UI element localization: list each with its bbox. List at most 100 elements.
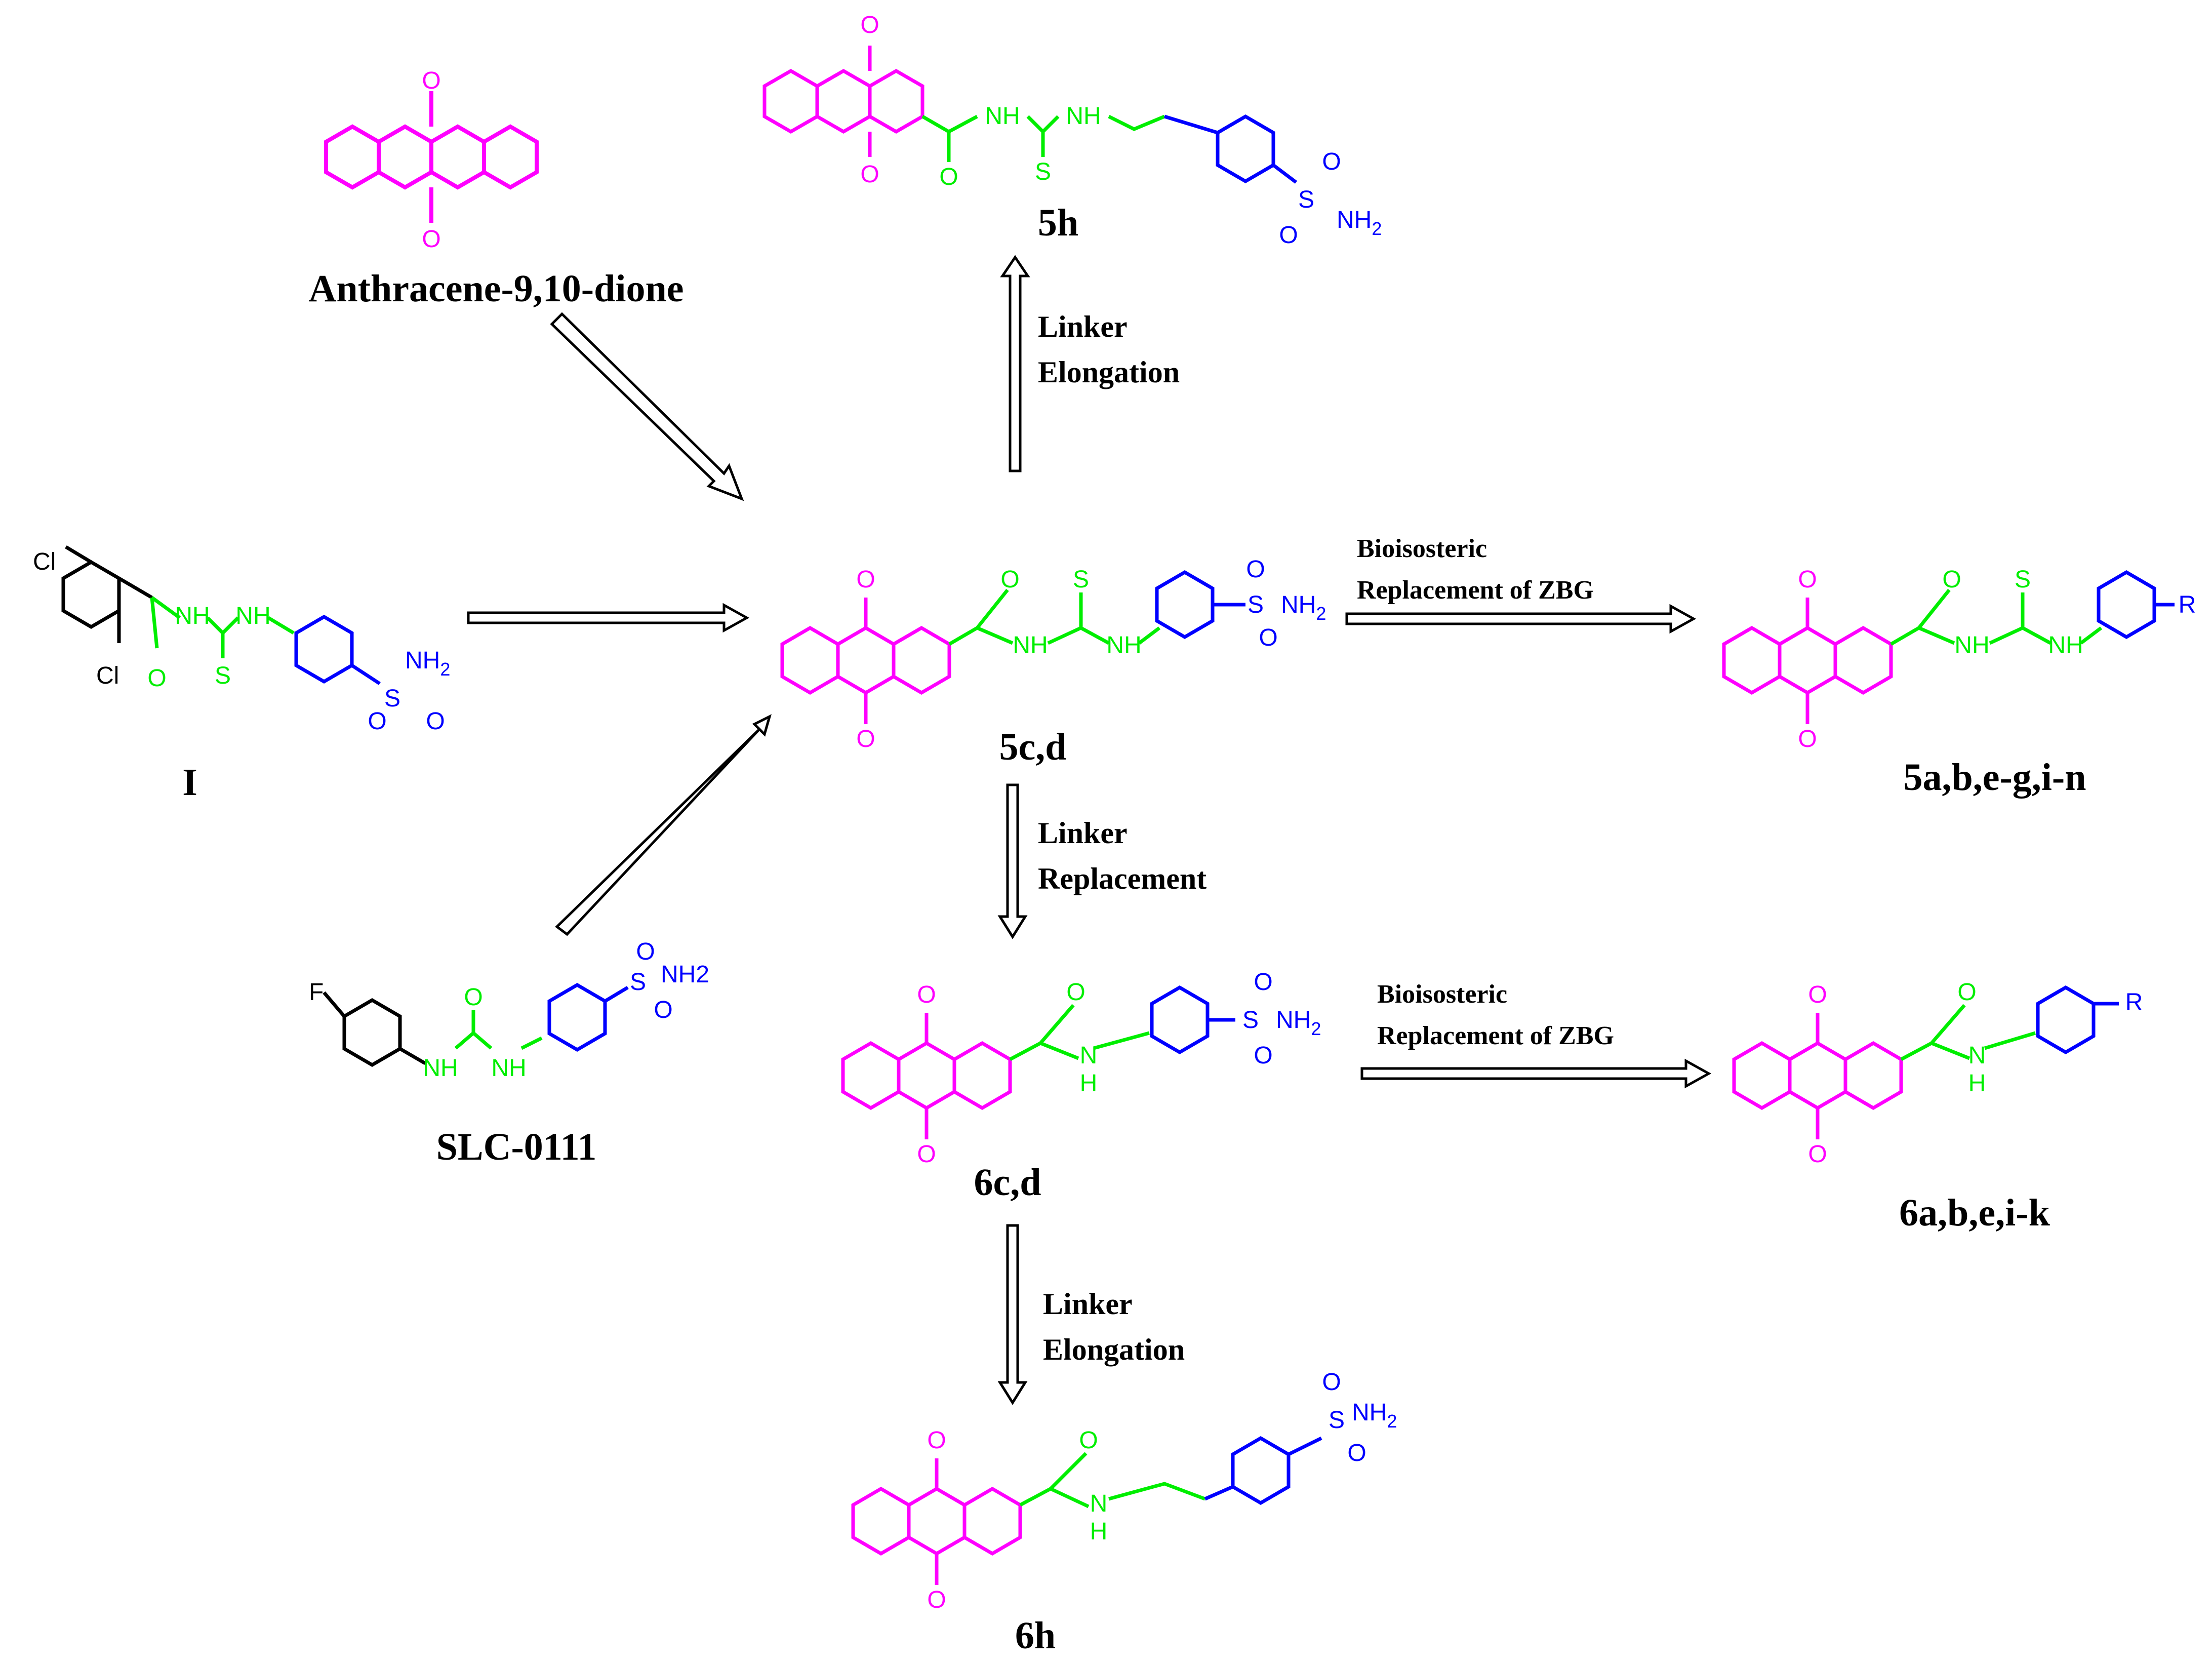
compound-5other-aryl: [2097, 570, 2175, 640]
atom-nh: NH: [175, 603, 210, 629]
compound-5cd-linker: [948, 588, 1161, 646]
compound-5cd-benzenesulfonamide: [1155, 570, 1245, 640]
atom-nh: NH: [423, 1055, 458, 1082]
label-6-others: 6a,b,e,i-k: [1899, 1192, 2050, 1234]
label-6h: 6h: [1015, 1614, 1056, 1657]
atom-nh: NH: [235, 603, 270, 629]
atom-n: N: [1968, 1042, 1986, 1069]
atom-o: O: [860, 12, 879, 38]
atom-o: O: [1079, 1427, 1098, 1454]
atom-nh2: NH2: [1276, 1007, 1321, 1039]
label-5cd: 5c,d: [999, 726, 1067, 768]
atom-nh: NH: [1106, 632, 1141, 659]
atom-o: O: [917, 981, 936, 1008]
label-5-others: 5a,b,e-g,i-n: [1904, 756, 2086, 799]
atom-o: O: [1066, 979, 1085, 1006]
atom-nh: NH: [491, 1055, 526, 1082]
compound-5h-benzenesulfonamide: [1163, 114, 1298, 184]
atom-o: O: [1798, 726, 1817, 752]
atom-nh2: NH2: [1281, 591, 1326, 624]
atom-o: O: [422, 67, 440, 94]
arrow-I-to-5cd: [467, 603, 750, 633]
compound-slc-urea-linker: [454, 1010, 543, 1050]
atom-r: R: [2125, 989, 2143, 1016]
atom-o: O: [860, 161, 879, 188]
compound-6cd-benzenesulfonamide: [1150, 985, 1235, 1055]
atom-o: O: [636, 938, 655, 965]
atom-nh: NH: [1954, 632, 1989, 659]
atom-s: S: [1298, 186, 1314, 213]
compound-I-dichlorophenyl: [61, 545, 153, 643]
atom-s: S: [1329, 1407, 1345, 1434]
label-6cd: 6c,d: [974, 1161, 1041, 1204]
label-5h: 5h: [1038, 202, 1078, 244]
atom-s: S: [1035, 158, 1051, 185]
arrow-6cd-to-6h: [997, 1224, 1028, 1405]
compound-I-linker: [150, 596, 295, 658]
atom-cl: Cl: [96, 662, 119, 689]
atom-s: S: [1248, 591, 1264, 618]
arrow-6cd-to-6others: [1360, 1058, 1712, 1089]
atom-o: O: [939, 164, 958, 190]
atom-o: O: [856, 726, 875, 752]
atom-o: O: [368, 708, 386, 735]
atom-o: O: [1322, 1369, 1341, 1396]
atom-s: S: [630, 969, 646, 996]
compound-I-benzenesulfonamide: [294, 614, 381, 685]
atom-o: O: [426, 708, 445, 735]
atom-h: H: [1090, 1518, 1108, 1545]
atom-o: O: [147, 665, 166, 692]
atom-o: O: [1322, 148, 1341, 175]
atom-o: O: [1798, 566, 1817, 593]
atom-cl: Cl: [33, 548, 56, 575]
arrow-anthracene-to-5cd: [550, 312, 744, 501]
atom-s: S: [1073, 566, 1089, 593]
atom-s: S: [384, 685, 400, 712]
atom-nh2: NH2: [661, 961, 709, 988]
atom-s: S: [2015, 566, 2031, 593]
label-compound-I: I: [182, 761, 197, 804]
compound-slc-benzenesulfonamide: [547, 982, 629, 1052]
atom-o: O: [1808, 981, 1827, 1008]
atom-o: O: [654, 997, 672, 1023]
atom-nh: NH: [1066, 103, 1101, 130]
atom-o: O: [1000, 566, 1019, 593]
arrow-5cd-to-5h: [1000, 255, 1030, 472]
atom-nh: NH: [1013, 632, 1048, 659]
atom-o: O: [1259, 624, 1277, 651]
atom-s: S: [1242, 1007, 1259, 1034]
atom-nh2: NH2: [405, 647, 450, 680]
atom-o: O: [927, 1587, 946, 1613]
arrows: [467, 255, 1712, 1405]
atom-nh: NH: [985, 103, 1020, 130]
compound-slc-fluorophenyl: [323, 991, 426, 1067]
compound-6other-scaffold: [1732, 1013, 1903, 1139]
atom-o: O: [917, 1141, 936, 1168]
compound-5other-scaffold: [1722, 598, 1893, 724]
arrow-5cd-to-6cd: [997, 783, 1028, 939]
atom-h: H: [1080, 1070, 1098, 1097]
compound-6h-scaffold: [851, 1458, 1022, 1585]
label-slc-0111: SLC-0111: [436, 1126, 597, 1168]
atom-o: O: [1254, 1042, 1272, 1069]
label-anthracene-dione: Anthracene-9,10-dione: [309, 267, 684, 310]
compound-6other-amide-linker: [1900, 1004, 2036, 1061]
compound-5h-scaffold: [762, 46, 924, 157]
atom-f: F: [309, 979, 324, 1006]
compound-5cd-scaffold: [780, 598, 951, 724]
atom-h: H: [1968, 1070, 1986, 1097]
atom-n: N: [1090, 1490, 1108, 1517]
compound-5other-linker: [1890, 588, 2103, 646]
atom-o: O: [1957, 979, 1976, 1006]
atom-n: N: [1080, 1042, 1098, 1069]
atom-o: O: [422, 226, 440, 253]
atom-r: R: [2179, 591, 2196, 618]
compound-6other-aryl: [2036, 985, 2119, 1055]
atom-o: O: [1254, 969, 1272, 996]
atom-s: S: [215, 662, 231, 689]
